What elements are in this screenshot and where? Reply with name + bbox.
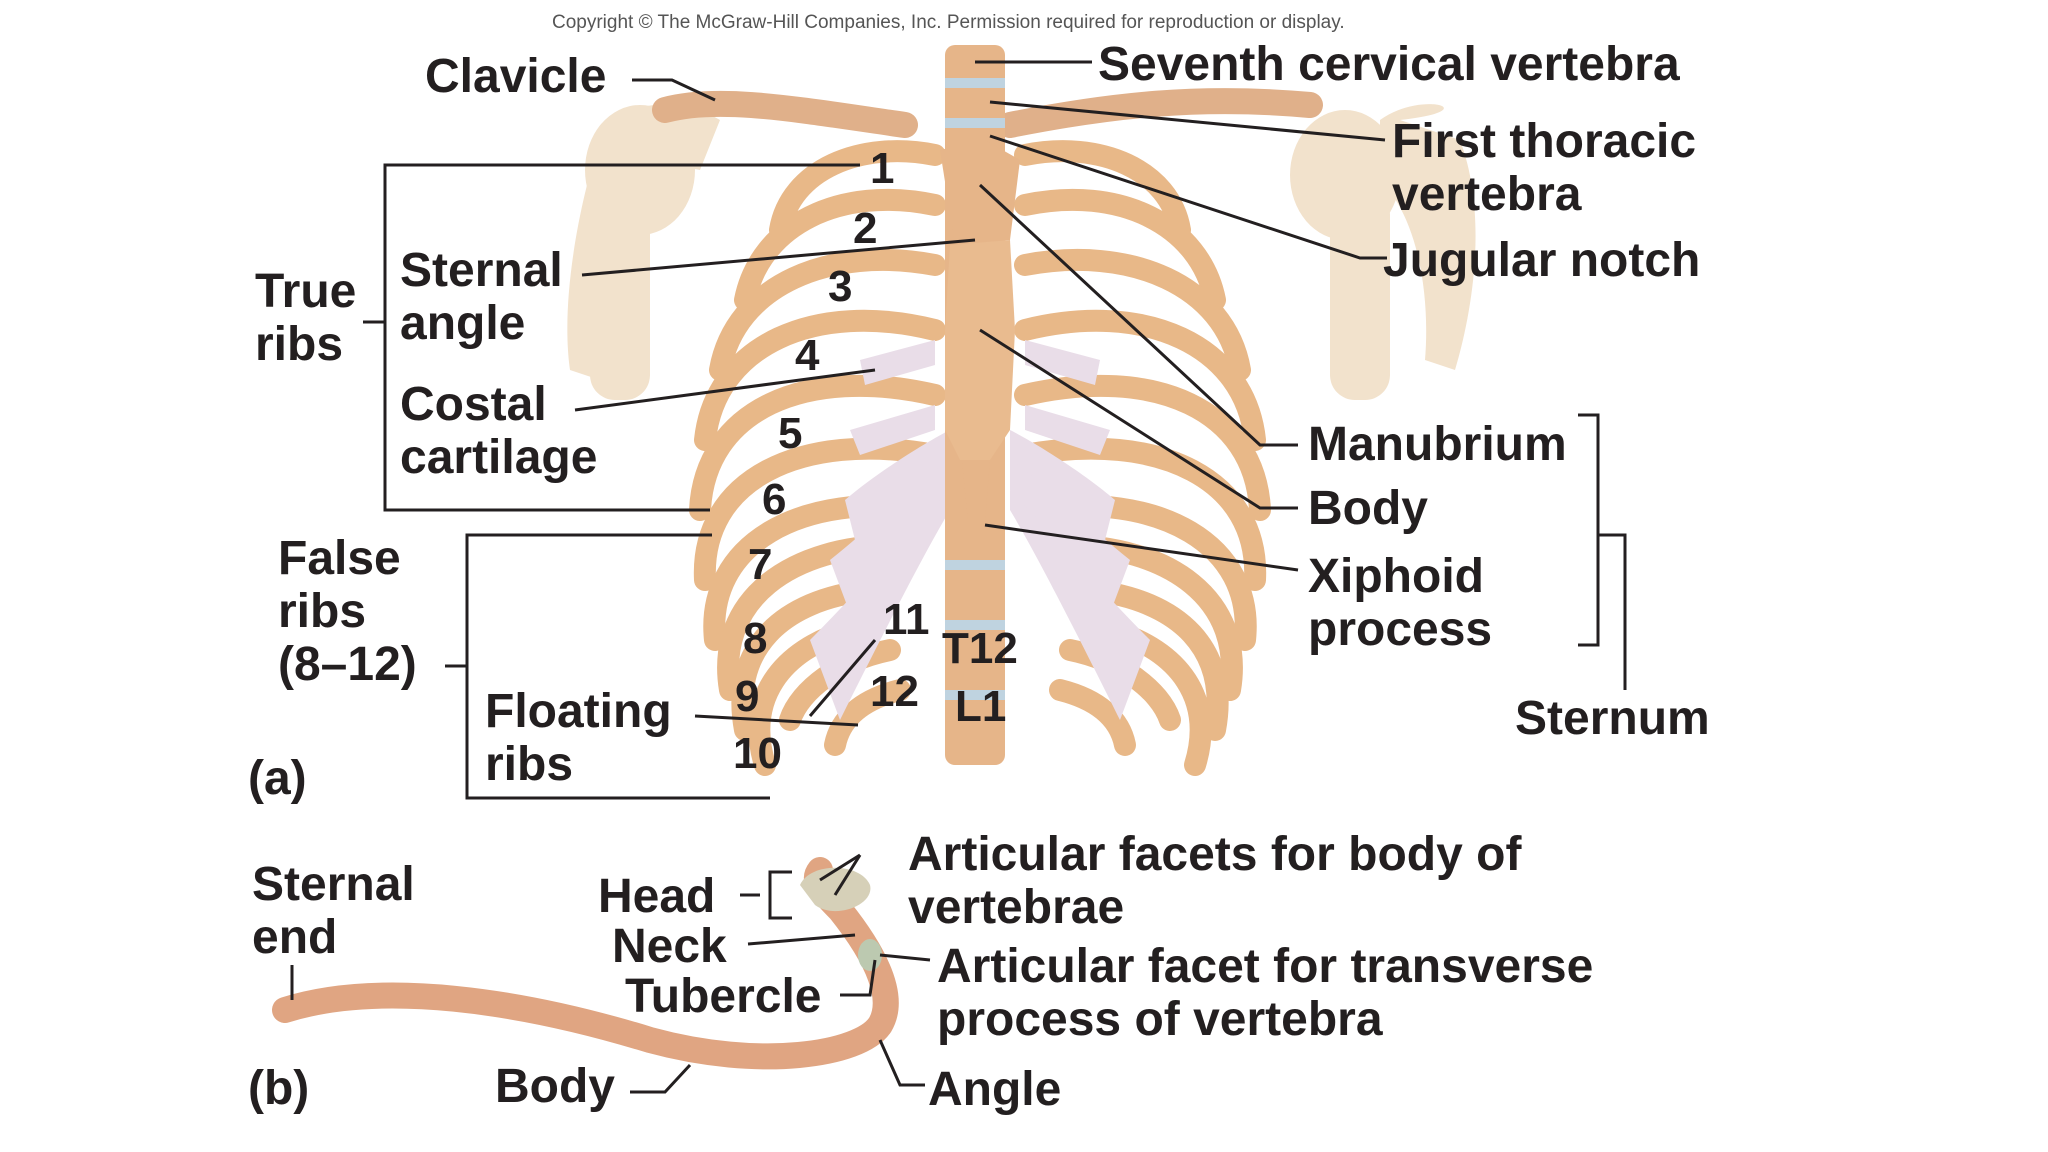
rib-number-3: 3 [828, 262, 853, 311]
label-true-ribs: True ribs [255, 265, 357, 371]
label-seventh-cervical-vertebra: Seventh cervical vertebra [1098, 38, 1680, 91]
label-rib-body: Body [495, 1060, 615, 1113]
label-first-thoracic-vertebra: First thoracic vertebra [1392, 115, 1697, 221]
rib-number-8: 8 [743, 614, 768, 663]
rib-number-10: 10 [733, 729, 782, 778]
rib-number-5: 5 [778, 409, 803, 458]
vertebra-label-t12: T12 [942, 624, 1018, 673]
label-clavicle: Clavicle [425, 50, 607, 103]
rib-number-9: 9 [735, 672, 760, 721]
label-floating-ribs: Floating ribs [485, 685, 672, 791]
rib-number-7: 7 [748, 540, 773, 589]
panel-label-b: (b) [248, 1062, 310, 1115]
panel-label-a: (a) [248, 752, 307, 805]
right-humerus [1330, 190, 1390, 400]
label-articular-facet-transverse: Articular facet for transverse process o… [937, 940, 1594, 1046]
label-costal-cartilage: Costal cartilage [400, 378, 598, 484]
rib-number-12: 12 [870, 667, 919, 716]
label-manubrium: Manubrium [1308, 418, 1567, 471]
right-clavicle [997, 88, 1323, 138]
rib-number-4: 4 [795, 331, 820, 380]
copyright-notice: Copyright © The McGraw-Hill Companies, I… [552, 12, 1345, 33]
rib-head [800, 867, 871, 912]
sternum-bone [940, 140, 1020, 520]
label-xiphoid-process: Xiphoid process [1308, 550, 1493, 656]
right-ribs [1014, 140, 1271, 776]
label-tubercle: Tubercle [625, 970, 822, 1023]
label-head: Head [598, 870, 716, 923]
label-angle: Angle [928, 1063, 1062, 1116]
leader-lines [290, 60, 1627, 1094]
label-jugular-notch: Jugular notch [1383, 234, 1701, 287]
left-humerus [590, 180, 650, 400]
label-body: Body [1308, 482, 1428, 535]
tubercle-facet [858, 939, 882, 971]
label-neck: Neck [612, 920, 727, 973]
label-sternal-end: Sternal end [252, 858, 415, 964]
label-sternal-angle: Sternal angle [400, 244, 563, 350]
left-clavicle [652, 90, 918, 138]
costal-cartilages [810, 340, 1150, 720]
label-false-ribs: False ribs (8–12) [278, 532, 417, 691]
vertebra-label-l1: L1 [955, 682, 1007, 731]
rib-number-2: 2 [853, 204, 878, 253]
rib-number-6: 6 [762, 475, 787, 524]
label-sternum: Sternum [1515, 692, 1710, 745]
rib-number-1: 1 [870, 144, 895, 193]
right-shoulder [1380, 104, 1476, 371]
rib-number-11: 11 [883, 595, 930, 644]
label-articular-facets-body: Articular facets for body of vertebrae [908, 828, 1522, 934]
